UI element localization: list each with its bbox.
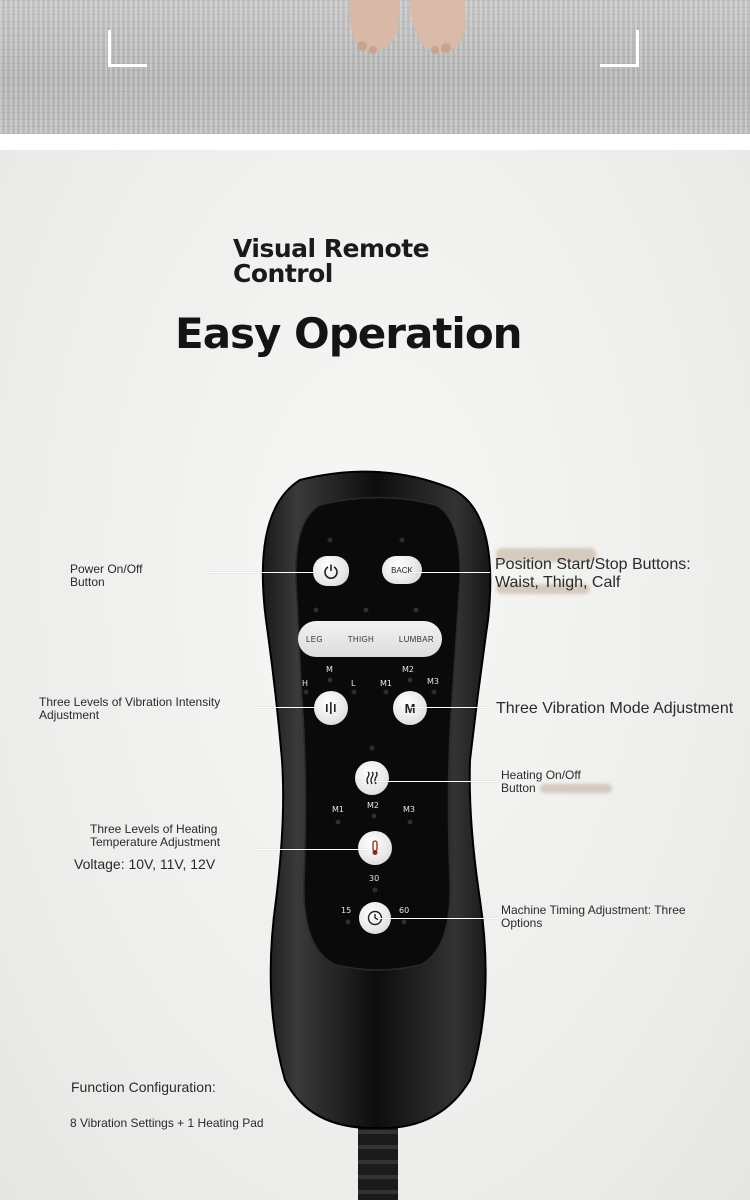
annotation-heating-levels: Three Levels of Heating Temperature Adju… — [90, 822, 221, 849]
function-detail: 8 Vibration Settings + 1 Heating Pad — [70, 1116, 264, 1130]
pointer-line-power — [207, 572, 315, 573]
divider-band — [0, 134, 750, 150]
annotation-voltage: Voltage: 10V, 11V, 12V — [74, 856, 216, 872]
smudge-mark — [496, 584, 590, 594]
pointer-line-position — [410, 572, 490, 573]
pointer-line-heating — [375, 781, 499, 782]
frame-corner-left — [108, 30, 147, 67]
heat-level-m2: M2 — [367, 801, 379, 810]
thermometer-icon — [372, 840, 378, 855]
remote-face-panel — [295, 496, 461, 971]
pointer-line-intensity — [252, 707, 318, 708]
intensity-level-m: M — [326, 665, 333, 674]
position-selector[interactable]: LEG THIGH LUMBAR — [298, 621, 442, 657]
mode-level-m2: M2 — [402, 665, 414, 674]
power-icon — [324, 564, 338, 579]
annotation-intensity: Three Levels of Vibration Intensity Adju… — [39, 695, 221, 722]
timer-option-30: 30 — [369, 874, 380, 883]
heat-level-m3: M3 — [403, 805, 415, 814]
mode-level-m3: M3 — [427, 677, 439, 686]
function-title: Function Configuration: — [71, 1079, 216, 1095]
annotation-mode: Three Vibration Mode Adjustment — [496, 700, 734, 717]
vibration-bars-icon — [326, 702, 336, 714]
timer-option-15: 15 — [341, 906, 352, 915]
position-thigh[interactable]: THIGH — [347, 634, 375, 644]
intensity-level-l: L — [351, 679, 356, 688]
position-leg[interactable]: LEG — [306, 634, 323, 644]
annotation-power: Power On/Off Button — [70, 562, 143, 589]
section-title: Easy Operation — [175, 309, 523, 358]
pointer-line-timer — [378, 918, 500, 919]
mode-level-m1: M1 — [380, 679, 392, 688]
product-photo-strip — [0, 0, 750, 134]
smudge-mark — [540, 784, 612, 793]
mode-button[interactable]: M — [393, 691, 427, 725]
back-button[interactable]: BACK — [382, 556, 422, 584]
pointer-line-mode — [410, 707, 492, 708]
pointer-line-heat-level — [258, 849, 368, 850]
power-button[interactable] — [313, 556, 349, 586]
intensity-level-h: H — [302, 679, 309, 688]
annotation-heating-button: Heating On/Off Button — [501, 768, 581, 795]
annotation-timing: Machine Timing Adjustment: Three Options — [501, 903, 686, 930]
annotation-position: Position Start/Stop Buttons: Waist, Thig… — [495, 556, 691, 591]
timer-option-60: 60 — [399, 906, 410, 915]
heat-waves-icon — [366, 771, 378, 785]
section-subtitle: Visual Remote Control — [233, 234, 430, 288]
smudge-mark — [496, 548, 596, 562]
position-lumbar[interactable]: LUMBAR — [398, 634, 434, 644]
heat-level-m1: M1 — [332, 805, 344, 814]
frame-corner-right — [600, 30, 639, 67]
feet-image — [349, 0, 466, 54]
heat-level-button[interactable] — [358, 831, 392, 865]
heat-button[interactable] — [355, 761, 389, 795]
intensity-button[interactable] — [314, 691, 348, 725]
